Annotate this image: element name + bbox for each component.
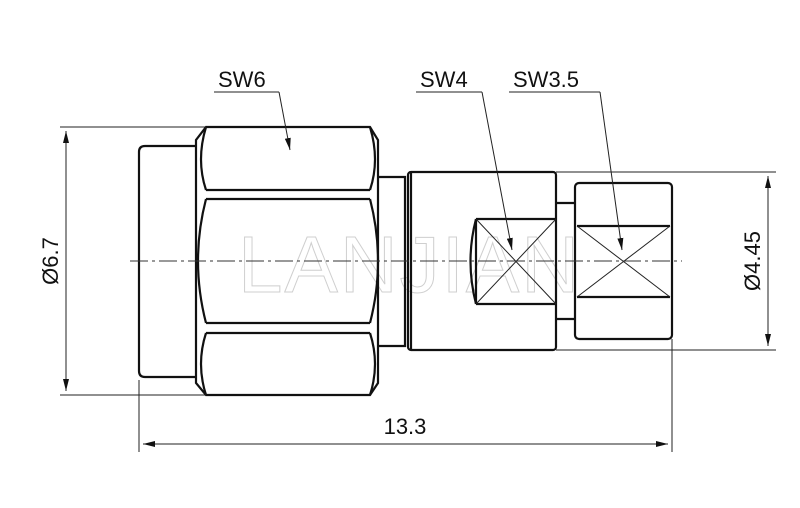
leader-sw6: SW6 — [214, 67, 291, 151]
dimension-outer-diameter: Ø6.7 — [38, 126, 206, 396]
dimension-inner-diameter: Ø4.45 — [556, 171, 776, 351]
sw6-label: SW6 — [218, 67, 266, 92]
leader-sw3-5: SW3.5 — [509, 67, 624, 251]
dimension-length: 13.3 — [138, 339, 673, 452]
leader-sw4: SW4 — [416, 67, 513, 251]
inner-diameter-label: Ø4.45 — [740, 231, 765, 291]
sw3-5-label: SW3.5 — [513, 67, 579, 92]
sw4-label: SW4 — [420, 67, 468, 92]
hex-body-sw6 — [194, 125, 380, 397]
length-label: 13.3 — [384, 414, 427, 439]
outer-diameter-label: Ø6.7 — [38, 237, 63, 285]
small-neck — [556, 201, 575, 321]
watermark: LANJIAN — [238, 220, 581, 309]
